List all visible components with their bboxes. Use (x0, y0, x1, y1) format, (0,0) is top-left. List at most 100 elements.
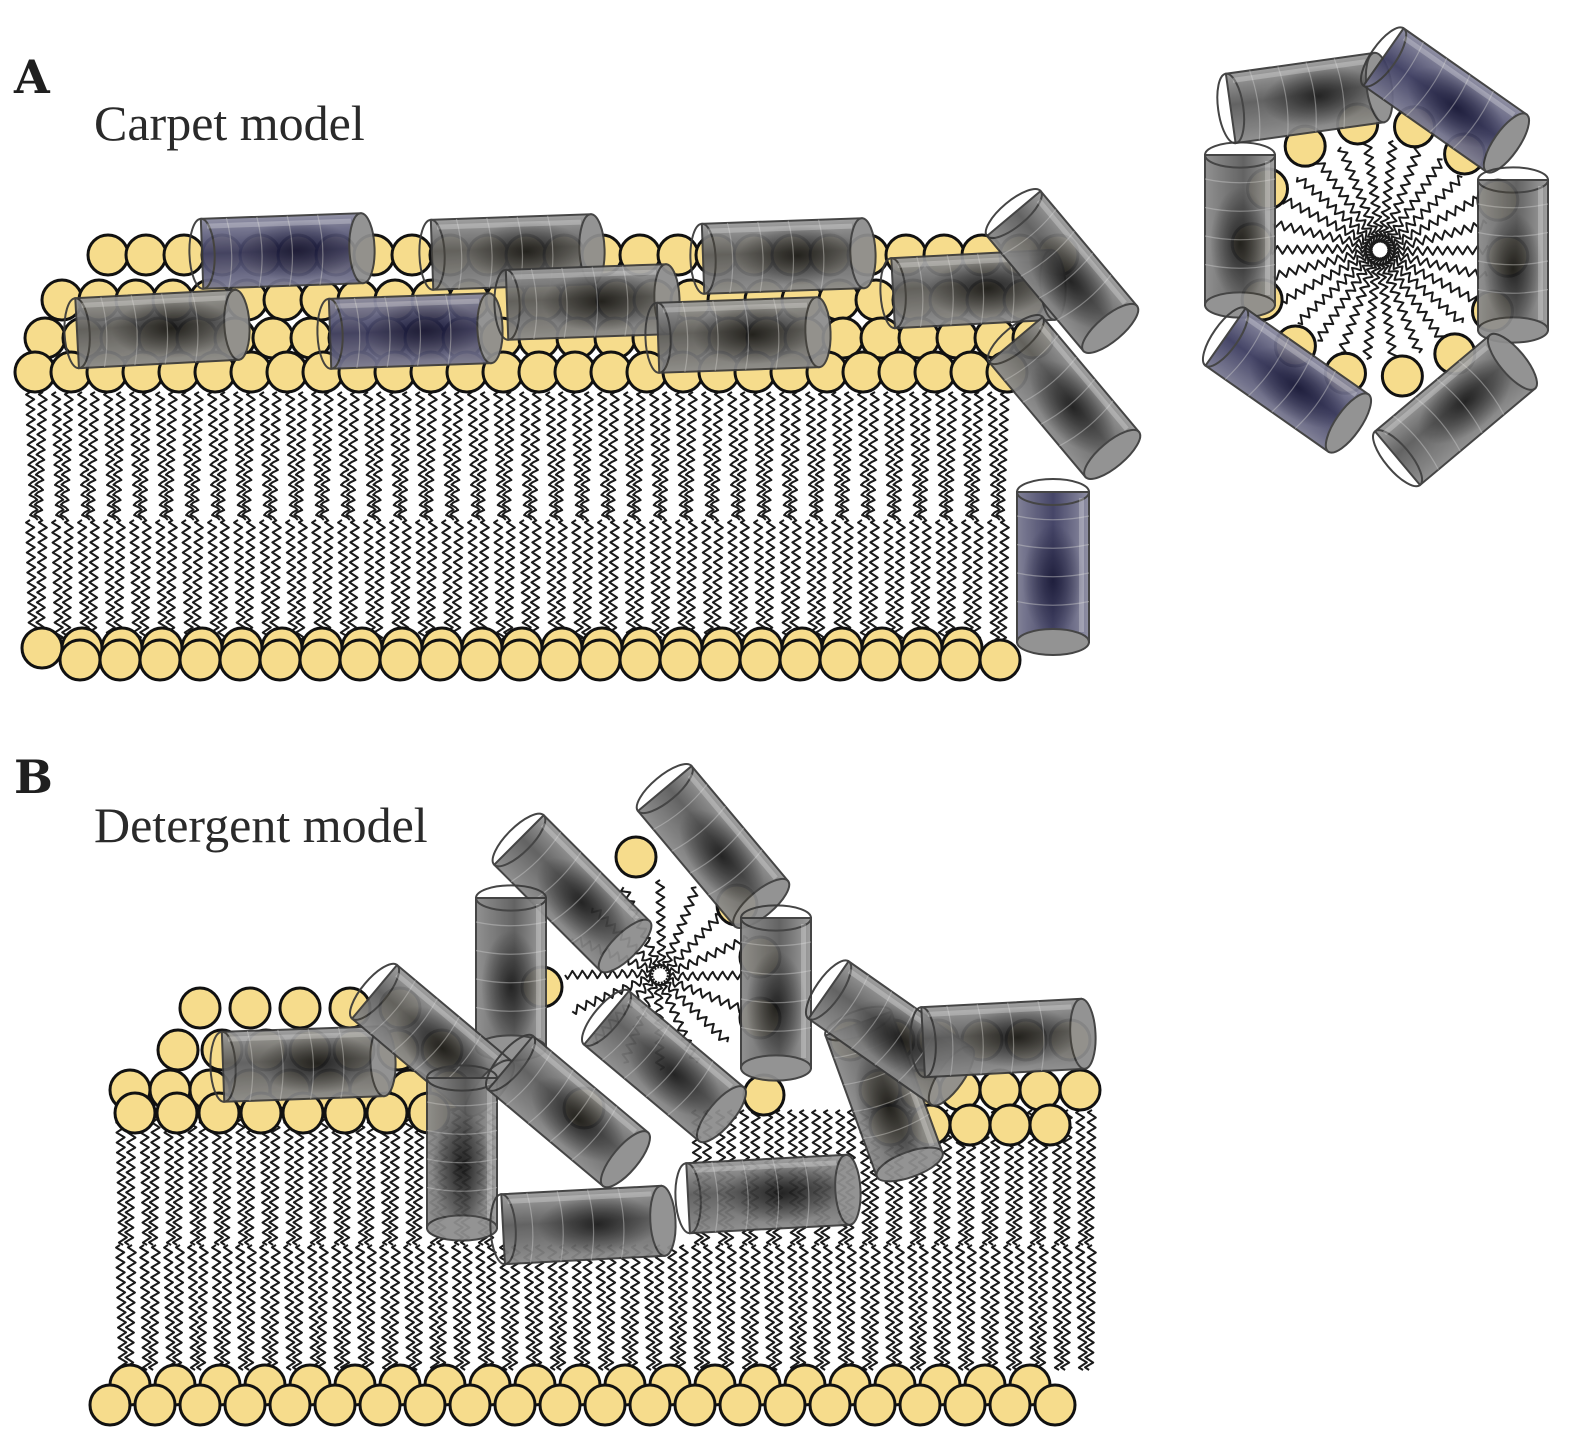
lipid-tail-icon (859, 1244, 872, 1371)
lipid-tail-icon (988, 1244, 1001, 1371)
lipid-head-icon (88, 1383, 132, 1427)
lipid-tail-icon (493, 391, 507, 521)
lipid-tail-icon (337, 519, 350, 641)
lipid-tail-icon (787, 1244, 800, 1371)
lipid-tail-icon (33, 391, 48, 521)
lipid-tail-icon (244, 1109, 257, 1246)
lipid-tail-icon (997, 519, 1010, 641)
lipid-tail-icon (1382, 158, 1443, 244)
lipid-tail-icon (316, 1244, 329, 1371)
lipid-head-icon (268, 1383, 312, 1427)
lipid-tail-icon (761, 391, 776, 521)
lipid-tail-icon (215, 391, 230, 521)
lipid-tail-icon (979, 1244, 992, 1371)
peptide-cylinder-icon (489, 1184, 677, 1266)
lipid-tail-icon (748, 1244, 761, 1371)
peptide-cylinder-icon (674, 1153, 862, 1235)
lipid-tail-icon (77, 391, 91, 521)
lipid-tail-icon (295, 519, 308, 641)
lipid-head-icon (378, 638, 422, 682)
peptide-cylinder-icon (491, 812, 653, 974)
lipid-tail-icon (623, 519, 636, 641)
lipid-head-icon (258, 638, 302, 682)
lipid-tail-icon (59, 391, 74, 521)
lipid-tail-icon (657, 391, 672, 521)
lipid-tail-icon (363, 391, 377, 521)
lipid-tail-icon (571, 1244, 584, 1371)
lipid-tail-icon (580, 1244, 593, 1371)
lipid-head-icon (818, 638, 862, 682)
lipid-tail-icon (311, 391, 325, 521)
lipid-tail-icon (919, 519, 932, 641)
lipid-tail-icon (831, 519, 844, 641)
lipid-tail-icon (363, 519, 376, 641)
peptide-cylinder-icon (1204, 141, 1276, 319)
lipid-head-icon (614, 835, 658, 879)
lipid-tail-icon (643, 1244, 656, 1371)
lipid-tail-icon (477, 519, 490, 641)
lipid-tail-icon (1375, 256, 1398, 360)
lipid-head-icon (197, 1091, 241, 1135)
lipid-tail-icon (311, 519, 324, 641)
lipid-tail-icon (604, 1244, 617, 1371)
lipid-tail-icon (763, 1244, 776, 1371)
lipid-tail-icon (467, 519, 480, 641)
lipid-tail-icon (355, 1109, 368, 1246)
lipid-head-icon (1033, 1383, 1077, 1427)
lipid-tail-icon (139, 519, 152, 641)
lipid-tail-icon (389, 391, 403, 521)
lipid-tail-icon (1003, 1244, 1016, 1371)
lipid-tail-icon (283, 1109, 296, 1246)
lipid-head-icon (698, 638, 742, 682)
lipid-tail-icon (891, 391, 906, 521)
peptide-cylinder-icon (188, 212, 376, 290)
lipid-tail-icon (268, 1109, 281, 1246)
panel-b-label: B (14, 750, 53, 804)
lipid-tail-icon (129, 519, 142, 641)
lipid-tail-icon (441, 519, 454, 641)
lipid-tail-icon (111, 391, 126, 521)
lipid-tail-icon (623, 391, 637, 521)
lipid-tail-icon (337, 391, 351, 521)
lipid-tail-icon (940, 1244, 953, 1371)
lipid-tail-icon (1075, 1244, 1088, 1371)
lipid-head-icon (763, 1383, 807, 1427)
lipid-tail-icon (1378, 139, 1398, 243)
lipid-tail-icon (137, 391, 152, 521)
lipid-tail-icon (345, 391, 360, 521)
lipid-tail-icon (675, 391, 689, 521)
peptide-cylinder-icon (689, 217, 877, 295)
lipid-head-icon (898, 1383, 942, 1427)
lipid-tail-icon (503, 519, 516, 641)
lipid-tail-icon (1337, 146, 1382, 245)
lipid-head-icon (418, 638, 462, 682)
lipid-tails-layer (25, 139, 1491, 1371)
lipid-tail-icon (85, 391, 100, 521)
lipid-tail-icon (475, 391, 490, 521)
lipid-tail-icon (77, 519, 90, 641)
lipid-tail-icon (196, 1109, 209, 1246)
lipid-tail-icon (701, 519, 714, 641)
lipid-tail-icon (103, 391, 117, 521)
lipid-tail-icon (1385, 195, 1478, 250)
lipid-tail-icon (148, 1244, 161, 1371)
lipid-tail-icon (961, 391, 975, 521)
lipid-tail-icon (493, 519, 506, 641)
lipid-tail-icon (753, 519, 766, 641)
lipid-tail-icon (163, 1109, 176, 1246)
lipid-tail-icon (425, 519, 438, 641)
lipid-tail-icon (51, 519, 64, 641)
lipid-tail-icon (571, 391, 585, 521)
lipid-head-icon (493, 1383, 537, 1427)
lipid-tail-icon (217, 519, 230, 641)
lipid-tail-icon (883, 519, 896, 641)
lipid-tail-icon (163, 391, 178, 521)
lipid-head-icon (162, 233, 206, 277)
lipid-tail-icon (763, 519, 776, 641)
peptide-cylinder-icon (493, 263, 681, 341)
lipid-tail-icon (129, 391, 143, 521)
lipid-tail-icon (1051, 1244, 1064, 1371)
lipid-tail-icon (449, 391, 464, 521)
lipid-tail-icon (649, 519, 662, 641)
lipid-tail-icon (631, 391, 646, 521)
